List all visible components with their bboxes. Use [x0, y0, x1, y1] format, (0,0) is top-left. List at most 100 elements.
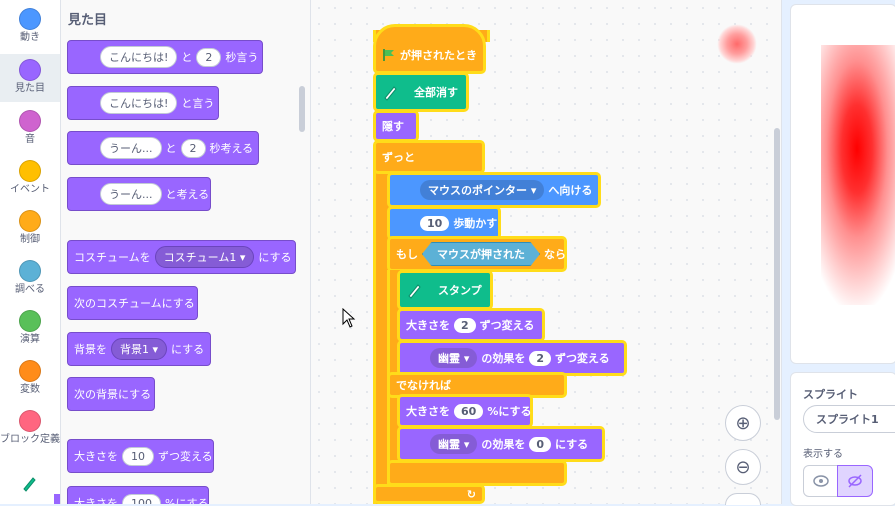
- category-my-blocks[interactable]: ブロック定義: [0, 410, 60, 462]
- hide-block[interactable]: 隠す: [373, 110, 419, 142]
- events-dot-icon: [19, 160, 41, 182]
- think-and-label: と: [165, 142, 177, 155]
- think-text-input[interactable]: うーん...: [100, 137, 162, 159]
- eye-slash-icon: [848, 474, 862, 488]
- category-sidebar: 動き 見た目 音 イベント 制御 調べる 演算 変数 ブロック定義: [0, 0, 61, 504]
- when-flag-clicked-block[interactable]: が押されたとき: [373, 24, 486, 74]
- change-effect-block[interactable]: 幽霊 ▾ の効果を 2 ずつ変える: [397, 340, 627, 376]
- pen-extension-icon: [23, 477, 36, 492]
- set-size-script-block[interactable]: 大きさを 60 %にする: [397, 394, 533, 428]
- effect2-label: の効果を: [481, 438, 526, 451]
- mouse-down-condition[interactable]: マウスが押された: [422, 242, 540, 266]
- effect2-input[interactable]: 0: [529, 436, 552, 452]
- sensing-dot-icon: [19, 260, 41, 282]
- operators-dot-icon: [19, 310, 41, 332]
- zoom-out-icon: ⊖: [735, 456, 751, 478]
- set-size-suffix: %にする: [165, 497, 209, 504]
- eye-icon: [813, 475, 829, 487]
- backdrop-dropdown[interactable]: 背景1 ▾: [111, 338, 168, 360]
- size1-suffix: ずつ変える: [479, 319, 535, 332]
- effect1-dropdown[interactable]: 幽霊 ▾: [430, 348, 478, 368]
- effect1-suffix: ずつ変える: [555, 352, 610, 365]
- change-size-block[interactable]: 大きさを 10 ずつ変える: [67, 439, 214, 473]
- size1-input[interactable]: 2: [454, 317, 476, 333]
- category-sensing[interactable]: 調べる: [0, 260, 60, 306]
- set-size-input[interactable]: 100: [122, 493, 161, 504]
- say-input[interactable]: こんにちは!: [100, 92, 178, 114]
- clear-label: 全部消す: [414, 86, 458, 99]
- show-sprite-button[interactable]: [803, 465, 839, 497]
- think-input[interactable]: うーん...: [100, 183, 162, 205]
- palette-scrollbar[interactable]: [299, 86, 305, 132]
- zoom-reset-button[interactable]: [725, 493, 761, 505]
- move-label: 歩動かす: [453, 217, 498, 230]
- pen-icon: [384, 86, 397, 101]
- say-and-label: と: [181, 51, 193, 64]
- category-variables[interactable]: 変数: [0, 360, 60, 406]
- stamp-pen-icon: [408, 284, 421, 299]
- switch-costume-block[interactable]: コスチュームを コスチューム1 ▾ にする: [67, 240, 296, 274]
- say-for-secs-block[interactable]: こんにちは! と 2 秒言う: [67, 40, 263, 74]
- next-backdrop-label: 次の背景にする: [74, 388, 152, 401]
- think-secs-label: 秒考える: [209, 142, 254, 155]
- next-costume-block[interactable]: 次のコスチュームにする: [67, 286, 198, 320]
- size2-input[interactable]: 60: [454, 403, 484, 419]
- stage-drawing: [821, 45, 895, 305]
- block-palette: 見た目 こんにちは! と 2 秒言う こんにちは! と言う うーん... と 2…: [61, 0, 311, 504]
- think-block[interactable]: うーん... と考える: [67, 177, 211, 211]
- if-else-block[interactable]: もし マウスが押された なら: [387, 236, 567, 272]
- point-target-dropdown[interactable]: マウスのポインター ▾: [420, 180, 545, 200]
- sound-dot-icon: [19, 110, 41, 132]
- zoom-out-button[interactable]: ⊖: [725, 449, 761, 485]
- change-size-input[interactable]: 10: [122, 446, 154, 466]
- set-size-block[interactable]: 大きさを 100 %にする: [67, 486, 209, 504]
- next-backdrop-block[interactable]: 次の背景にする: [67, 377, 155, 411]
- costume-dropdown[interactable]: コスチューム1 ▾: [154, 246, 255, 268]
- palette-title: 見た目: [68, 13, 108, 28]
- motion-dot-icon: [19, 8, 41, 30]
- if-label: もし: [396, 248, 418, 261]
- category-control[interactable]: 制御: [0, 210, 60, 256]
- stamp-block[interactable]: スタンプ: [397, 270, 493, 310]
- canvas-scrollbar[interactable]: [774, 128, 780, 420]
- costume-label: コスチュームを: [74, 251, 151, 264]
- say-secs-label: 秒言う: [225, 51, 259, 64]
- clear-block[interactable]: 全部消す: [373, 72, 469, 112]
- mouse-cursor-icon: [342, 308, 356, 328]
- switch-backdrop-block[interactable]: 背景を 背景1 ▾ にする: [67, 332, 211, 366]
- if-then-label: なら: [544, 248, 566, 261]
- sprite-thumbnail: [717, 24, 757, 64]
- else-label: でなければ: [396, 379, 451, 392]
- set-effect-block[interactable]: 幽霊 ▾ の効果を 0 にする: [397, 426, 605, 462]
- category-events[interactable]: イベント: [0, 160, 60, 206]
- hat-label: が押されたとき: [400, 49, 477, 62]
- think-for-secs-block[interactable]: うーん... と 2 秒考える: [67, 131, 259, 165]
- control-dot-icon: [19, 210, 41, 232]
- change-size-script-block[interactable]: 大きさを 2 ずつ変える: [397, 308, 545, 342]
- sprite-name-field[interactable]: スプライト1: [803, 405, 895, 433]
- move-steps-input[interactable]: 10: [420, 215, 450, 231]
- effect1-input[interactable]: 2: [529, 350, 552, 366]
- effect2-dropdown[interactable]: 幽霊 ▾: [430, 434, 478, 454]
- variables-dot-icon: [19, 360, 41, 382]
- category-motion[interactable]: 動き: [0, 8, 60, 54]
- script-canvas[interactable]: が押されたとき 全部消す 隠す ずっと マウスのポインター ▾ へ向ける 10 …: [311, 0, 782, 504]
- forever-label: ずっと: [382, 151, 415, 164]
- point-towards-block[interactable]: マウスのポインター ▾ へ向ける: [387, 172, 601, 208]
- category-looks[interactable]: 見た目: [0, 54, 60, 102]
- effect2-suffix: にする: [555, 438, 589, 451]
- say-secs-input[interactable]: 2: [196, 47, 222, 67]
- category-sound[interactable]: 音: [0, 110, 60, 156]
- stage[interactable]: [790, 4, 895, 364]
- zoom-in-button[interactable]: ⊕: [725, 405, 761, 441]
- size2-label: 大きさを: [406, 405, 450, 418]
- if-else-bottom: [387, 460, 567, 486]
- hide-sprite-button[interactable]: [837, 465, 873, 497]
- say-block[interactable]: こんにちは! と言う: [67, 86, 219, 120]
- say-text-input[interactable]: こんにちは!: [100, 46, 178, 68]
- category-operators[interactable]: 演算: [0, 310, 60, 356]
- forever-block[interactable]: ずっと: [373, 140, 485, 174]
- think-secs-input[interactable]: 2: [180, 138, 206, 158]
- move-steps-block[interactable]: 10 歩動かす: [387, 206, 501, 240]
- category-pen[interactable]: [0, 474, 60, 504]
